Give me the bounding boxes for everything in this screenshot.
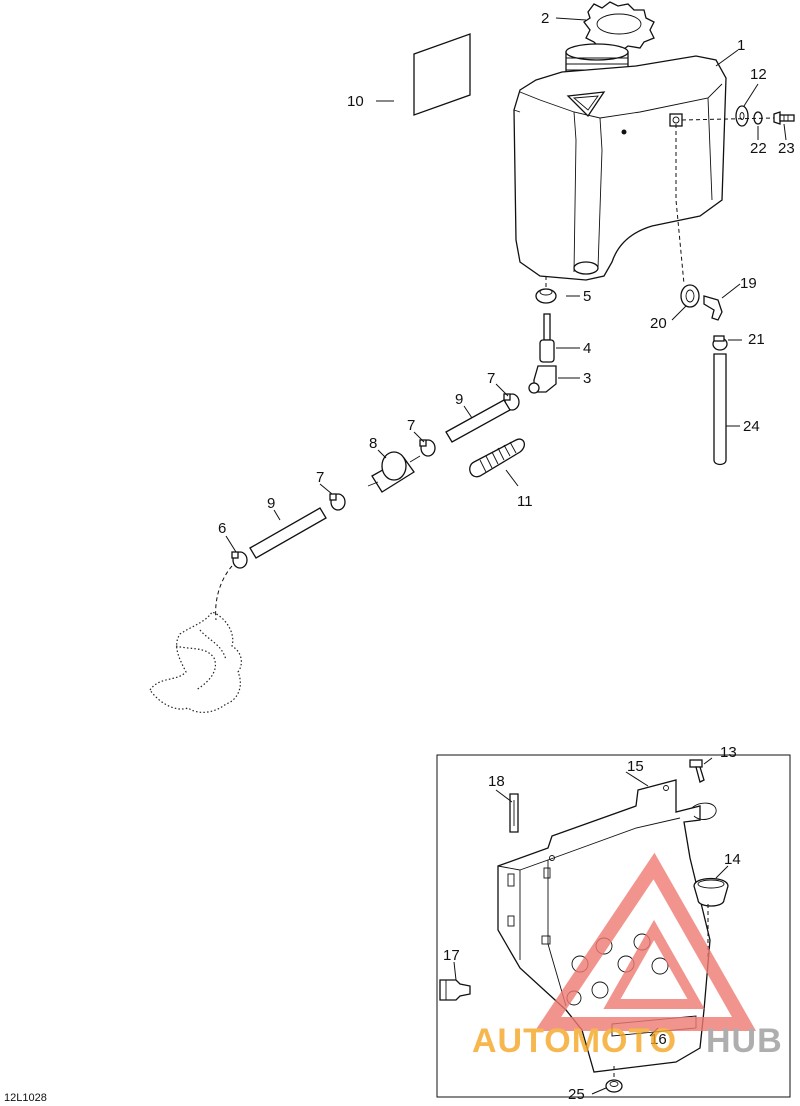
inset-frame xyxy=(436,754,791,1098)
callout-9-lower: 9 xyxy=(267,495,275,512)
watermark-triangle xyxy=(534,852,757,1031)
decal-part xyxy=(413,33,471,116)
screw-part xyxy=(773,111,795,125)
hose-clamp-part xyxy=(712,335,728,351)
callout-2: 2 xyxy=(541,10,549,27)
callout-21: 21 xyxy=(748,331,765,348)
oil-filter-part xyxy=(367,451,421,493)
elbow-fitting-part xyxy=(703,295,723,321)
watermark-text-secondary: HUB xyxy=(706,1022,783,1060)
watermark-logo: AUTOMOTO HUB xyxy=(472,852,783,1060)
callout-12: 12 xyxy=(750,66,767,83)
callout-17: 17 xyxy=(443,947,460,964)
end-clamp-part xyxy=(231,551,248,569)
watermark-inner-triangle xyxy=(603,919,705,1009)
callout-11: 11 xyxy=(517,493,533,510)
callout-13: 13 xyxy=(720,744,737,761)
callout-19: 19 xyxy=(740,275,757,292)
bracket-grommet-part xyxy=(605,1079,623,1093)
callout-14: 14 xyxy=(724,851,741,868)
oil-hose-part-upper xyxy=(445,399,511,443)
callout-20: 20 xyxy=(650,315,667,332)
callout-8: 8 xyxy=(369,435,377,452)
callout-labels: 1 2 10 12 22 23 5 4 3 7 9 7 8 7 9 6 11 1… xyxy=(218,10,795,1103)
callout-18: 18 xyxy=(488,773,505,790)
vent-hose-part xyxy=(713,353,727,466)
outlet-fitting-part xyxy=(539,313,555,363)
rubber-grommet-part xyxy=(693,877,729,907)
leader-lines xyxy=(225,17,787,1095)
mount-screw-part xyxy=(689,759,705,783)
diagram-code: 12L1028 xyxy=(4,1092,47,1104)
oil-tank-part xyxy=(513,43,727,281)
callout-4: 4 xyxy=(583,340,591,357)
engine-reference-outline xyxy=(149,565,242,713)
callout-5: 5 xyxy=(583,288,591,305)
tank-cap-part xyxy=(583,1,655,53)
grommet-part xyxy=(680,284,700,308)
callout-7-middle: 7 xyxy=(407,417,415,434)
pipe-clip-part xyxy=(509,793,519,833)
callout-25: 25 xyxy=(568,1086,585,1103)
callout-10: 10 xyxy=(347,93,364,110)
callout-15: 15 xyxy=(627,758,644,775)
push-rivet-part xyxy=(439,979,471,1001)
callout-7-lower: 7 xyxy=(316,469,324,486)
watermark-text-primary: AUTOMOTO xyxy=(472,1022,677,1060)
clamp-part-middle xyxy=(419,439,436,457)
callout-3: 3 xyxy=(583,370,591,387)
outlet-elbow-part xyxy=(528,365,557,394)
callout-9-upper: 9 xyxy=(455,391,463,408)
callout-16: 16 xyxy=(650,1031,667,1048)
spring-sleeve-part xyxy=(469,438,526,478)
callout-23: 23 xyxy=(778,140,795,157)
washer-part xyxy=(735,105,749,127)
callout-1: 1 xyxy=(737,37,745,54)
callout-24: 24 xyxy=(743,418,760,435)
callout-6: 6 xyxy=(218,520,226,537)
oil-hose-part-lower xyxy=(249,507,327,559)
callout-22: 22 xyxy=(750,140,767,157)
clamp-part-lower xyxy=(329,493,346,511)
outlet-grommet-part xyxy=(535,288,557,304)
callout-7-upper: 7 xyxy=(487,370,495,387)
